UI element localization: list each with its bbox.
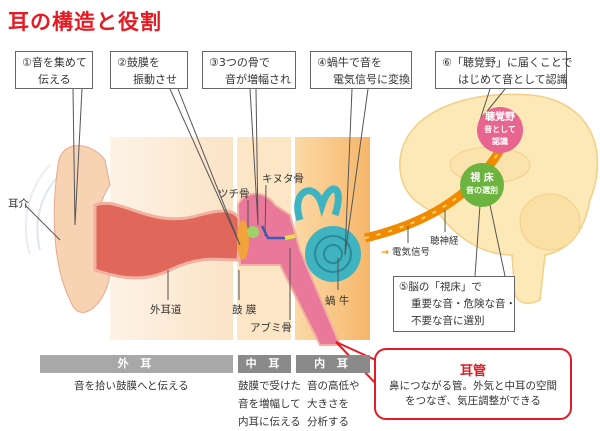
eustachian-text: 鼻につながる管。外気と中耳の空間 bbox=[389, 380, 557, 392]
arrow-icon: → bbox=[381, 247, 389, 258]
callout-text: 振動させ bbox=[133, 73, 177, 86]
desc-line: 分析する bbox=[307, 416, 349, 428]
section-outer-ear: 外 耳 bbox=[40, 355, 233, 373]
label-pinna: 耳介 bbox=[8, 198, 29, 210]
callout-text: ⑤脳の「視床」で bbox=[399, 281, 482, 293]
desc-line: 鼓膜で受けた bbox=[238, 380, 301, 392]
section-middle-ear: 中 耳 bbox=[238, 355, 291, 373]
callout-text: 音が増幅され bbox=[225, 73, 291, 86]
desc-line: 音の高低や bbox=[307, 380, 360, 392]
callout-step2: ②鼓膜を振動させ bbox=[110, 51, 188, 89]
eustachian-tube-callout: 耳管 鼻につながる管。外気と中耳の空間 をつなぎ、気圧調整ができる bbox=[374, 348, 572, 420]
malleus bbox=[247, 226, 259, 238]
label-eardrum: 鼓 膜 bbox=[232, 304, 257, 316]
callout-step4: ④蝸牛で音を電気信号に変換 bbox=[310, 51, 412, 89]
callout-text: はじめて音として認識 bbox=[458, 73, 568, 86]
label-incus: キヌタ骨 bbox=[262, 173, 304, 185]
callout-text: ②鼓膜を bbox=[117, 56, 160, 69]
thalamus-badge: 視 床 音の選別 bbox=[460, 163, 504, 207]
outer-ear-desc: 音を拾い鼓膜へと伝える bbox=[74, 380, 189, 392]
middle-ear-desc: 鼓膜で受けた 音を増幅して 内耳に伝える bbox=[238, 377, 301, 431]
eustachian-text: をつなぎ、気圧調整ができる bbox=[405, 395, 541, 407]
thalamus-name: 視 床 bbox=[470, 173, 494, 184]
callout-text: ④蝸牛で音を bbox=[317, 56, 382, 69]
thalamus-sub: 音の選別 bbox=[466, 186, 498, 195]
eardrum bbox=[237, 220, 249, 260]
auditory-cortex-sub: 音として bbox=[484, 125, 516, 134]
label-auditory-nerve: 聴神経 bbox=[430, 236, 459, 247]
auditory-cortex-sub: 認識 bbox=[492, 137, 508, 146]
label-electric-signal: → 電気信号 bbox=[381, 244, 430, 258]
callout-text: 電気信号に変換 bbox=[333, 73, 410, 86]
callout-step6: ⑥「聴覚野」に届くことではじめて音として認識 bbox=[435, 51, 573, 89]
label-ear-canal: 外耳道 bbox=[150, 304, 182, 316]
callout-step5: ⑤脳の「視床」で 重要な音・危険な音・ 不要な音に選別 bbox=[393, 276, 516, 332]
callout-step1: ①音を集めて伝える bbox=[15, 51, 93, 89]
page-title: 耳の構造と役割 bbox=[8, 10, 162, 34]
desc-line: 大きさを bbox=[307, 398, 349, 410]
stapes bbox=[284, 234, 296, 240]
callout-text: 伝える bbox=[38, 73, 71, 86]
label-malleus: ツチ骨 bbox=[218, 188, 250, 200]
eustachian-title: 耳管 bbox=[459, 364, 486, 379]
callout-text: ①音を集めて bbox=[22, 56, 87, 69]
desc-line: 内耳に伝える bbox=[238, 416, 301, 428]
auditory-cortex-badge: 聴覚野 音として 認識 bbox=[477, 107, 523, 153]
section-inner-ear: 内 耳 bbox=[296, 355, 370, 373]
callout-step3: ③3つの骨で音が増幅され bbox=[202, 51, 296, 89]
label-stapes: アブミ骨 bbox=[250, 322, 292, 334]
inner-ear-desc: 音の高低や 大きさを 分析する bbox=[307, 377, 360, 431]
label-cochlea: 蝸 牛 bbox=[325, 295, 350, 307]
callout-text: ③3つの骨で bbox=[209, 56, 270, 69]
incus bbox=[260, 225, 285, 240]
callout-text: ⑥「聴覚野」に届くことで bbox=[442, 56, 573, 69]
callout-text: 不要な音に選別 bbox=[411, 315, 485, 327]
desc-line: 音を増幅して bbox=[238, 398, 301, 410]
auditory-cortex-name: 聴覚野 bbox=[485, 112, 515, 123]
callout-text: 重要な音・危険な音・ bbox=[411, 298, 516, 310]
signal-text: 電気信号 bbox=[392, 247, 431, 258]
